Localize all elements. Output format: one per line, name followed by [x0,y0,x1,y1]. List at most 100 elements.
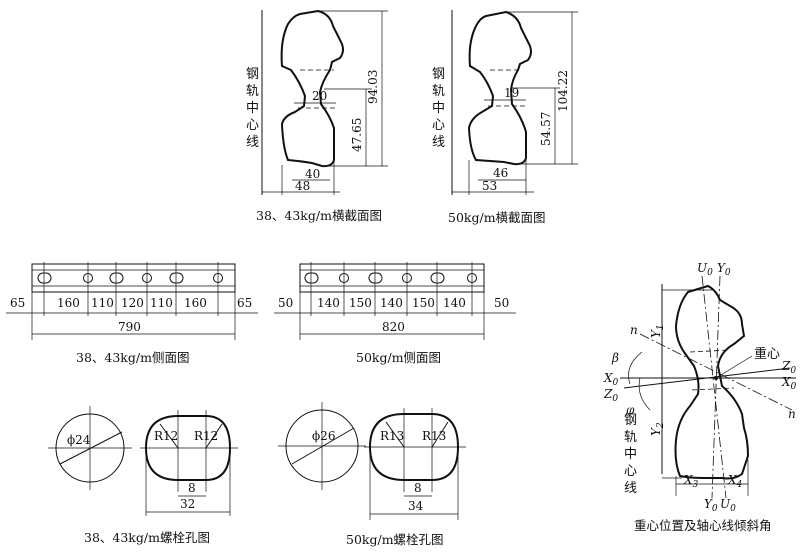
web-thickness-label-50: 19 [504,86,519,100]
total-length: 790 [118,320,141,334]
z0-right-label: Z0 [781,359,796,376]
radius-leader-right-50 [431,421,449,448]
rail-profile-50 [467,10,532,166]
spacing-6-50: 140 [443,296,466,310]
spacing-4-50: 140 [380,296,403,310]
radius-left-label: R12 [154,429,178,443]
web-thickness-label: 20 [312,89,327,103]
caption-cross-38-43: 38、43kg/m横截面图 [256,208,382,223]
spacing-5: 110 [150,296,173,310]
side-label-char-3-rot: 中 [624,447,637,462]
z0-left-label: Z0 [603,387,618,404]
radius-right-label-50: R13 [422,429,446,443]
radius-leader-left-50 [385,421,405,448]
side-label-char-2: 轨 [246,84,259,99]
caption-cross-50: 50kg/m横截面图 [448,210,546,225]
side-label-char-5: 线 [246,135,259,150]
diameter-leader [59,431,123,465]
rail-side-body-50 [299,263,485,293]
head-width-label: 40 [305,167,320,181]
spacing-7-50: 50 [494,296,509,310]
cross-section-50: 104.22 54.57 19 46 53 钢 轨 中 心 线 50kg/m横截… [432,10,578,225]
side-label-char-1: 钢 [246,67,259,82]
spacing-4: 120 [121,296,144,310]
bolt-hole-1-50 [304,272,319,284]
side-label-char-4-rot: 心 [624,464,637,479]
side-label-char-3: 中 [246,101,259,116]
height-total-label-50: 104.22 [556,70,570,112]
centroid-height-label-50: 54.57 [539,112,553,146]
base-width-label-50: 53 [482,179,497,193]
radius-leader-left [159,423,179,449]
head-width-label-50: 46 [493,166,508,180]
rail-profile-38-43 [280,9,344,168]
spacing-2-50: 140 [317,296,340,310]
spacing-3: 110 [91,296,114,310]
centroid-height-label: 47.65 [350,118,364,152]
diameter-label-50: ϕ26 [312,429,335,443]
slot-length-label-50: 34 [408,499,424,513]
caption-side-50: 50kg/m侧面图 [356,350,441,365]
centroid-leader [715,355,753,379]
y0-top-label: Y0 [717,261,731,278]
bolt-hole-3 [109,272,124,284]
bolt-hole-detail-38-43: ϕ24 R12 R12 8 32 38、43kg/m螺栓孔图 [48,406,238,545]
side-label-char-1-50: 钢 [432,67,445,82]
cross-section-38-43: 94.03 47.65 20 40 48 钢 轨 中 心 线 38、43kg/m… [246,9,388,223]
radius-left-label-50: R13 [380,429,404,443]
side-label-char-2-50: 轨 [432,84,445,99]
side-view-50: 50 140 150 140 150 140 50 820 50kg/m侧面图 [274,262,516,365]
caption-bolt-50: 50kg/m螺栓孔图 [346,532,444,547]
x3-label: X3 [683,473,699,490]
side-label-char-2-rot: 轨 [624,430,637,445]
spacing-5-50: 150 [412,296,435,310]
side-label-char-5-50: 线 [432,135,445,150]
bolt-hole-5-50 [430,272,445,284]
z0-axis [623,367,791,389]
x0-right-label: X0 [781,375,797,392]
flat-length-label: 8 [188,481,196,495]
rail-profile-rotated [674,284,750,480]
caption-side-38-43: 38、43kg/m侧面图 [76,350,189,365]
u0-top-label: U0 [697,261,713,278]
y0-axis [711,275,721,499]
u0-axis [701,275,727,499]
side-label-char-4: 心 [246,118,259,133]
spacing-1-50: 50 [278,296,293,310]
y0-bottom-label: Y0 [704,497,718,514]
beta-label: β [611,351,619,365]
spacing-6: 160 [184,296,207,310]
x4-label: X4 [727,473,743,490]
centroid-axis-diagram: U0 Y0 Y1 Y2 n β X0 Z0 φ 重心 Z0 X0 n 钢 轨 中… [603,261,797,533]
beta-arc [628,351,643,385]
y2-label: Y2 [649,422,666,436]
height-total-label: 94.03 [366,70,380,104]
side-view-38-43: 65 160 110 120 110 160 65 790 38、43kg/m侧… [6,262,258,365]
slot-length-label: 32 [180,497,195,511]
n-axis [639,333,793,411]
spacing-1: 65 [10,296,25,310]
side-label-char-5-rot: 线 [624,481,637,496]
spacing-3-50: 150 [349,296,372,310]
total-length-50: 820 [382,320,405,334]
bolt-hole-5 [169,272,184,284]
rail-side-body [31,263,236,293]
phi-label: φ [626,403,635,417]
web-bottom-dash-rot [691,387,735,391]
side-label-char-4-50: 心 [432,118,445,133]
bolt-hole-detail-50: ϕ26 R13 R13 8 34 50kg/m螺栓孔图 [278,402,466,547]
spacing-7: 65 [237,296,252,310]
caption-centroid: 重心位置及轴心线倾斜角 [634,518,772,533]
bolt-hole-3-50 [368,272,383,284]
radius-right-label: R12 [194,429,218,443]
diameter-label: ϕ24 [67,433,91,447]
x0-left-label: X0 [603,371,619,388]
y1-label: Y1 [649,324,666,338]
spacing-2: 160 [57,296,80,310]
radius-leader-right [205,423,223,449]
diameter-leader-50 [291,427,355,465]
u0-bottom-label: U0 [720,497,736,514]
n-top-label: n [630,323,638,337]
base-width-label: 48 [295,179,310,193]
